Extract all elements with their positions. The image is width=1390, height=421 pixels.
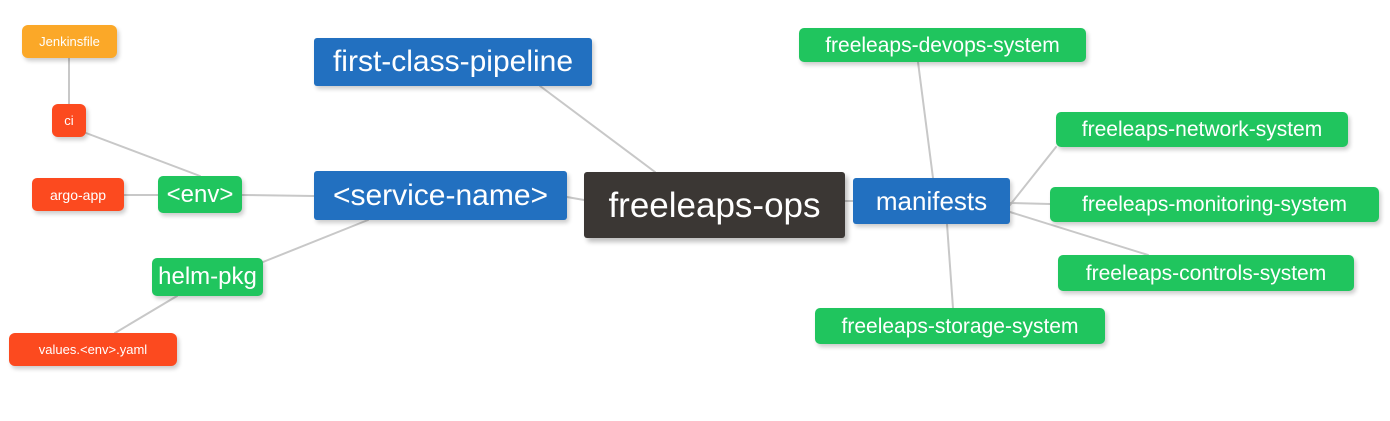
node-jenkinsfile-label: Jenkinsfile [39,34,100,49]
node-service-name-label: <service-name> [332,178,549,212]
edge-manifests-network [1009,146,1057,206]
node-values-yaml[interactable]: values.<env>.yaml [9,333,177,366]
edge-manifests-devops [917,61,934,179]
edge-manifests-monitoring [1009,202,1051,205]
node-freeleaps-network-system-label: freeleaps-network-system [1081,118,1323,141]
edge-servicename-root [566,196,585,201]
node-freeleaps-monitoring-system-label: freeleaps-monitoring-system [1082,193,1347,216]
node-freeleaps-monitoring-system[interactable]: freeleaps-monitoring-system [1050,187,1379,222]
node-freeleaps-network-system[interactable]: freeleaps-network-system [1056,112,1348,147]
node-env-label: <env> [166,180,234,208]
node-jenkinsfile[interactable]: Jenkinsfile [22,25,117,58]
node-freeleaps-storage-system-label: freeleaps-storage-system [841,314,1079,338]
node-first-class-pipeline-label: first-class-pipeline [332,45,574,78]
node-freeleaps-ops[interactable]: freeleaps-ops [584,172,845,238]
node-ci-label: ci [64,113,74,128]
node-argo-app[interactable]: argo-app [32,178,124,211]
edge-manifests-controls [1009,211,1149,256]
node-helm-pkg[interactable]: helm-pkg [152,258,263,296]
edge-helmpkg-servicename [262,219,369,263]
edge-env-servicename [241,194,315,197]
edge-valuesyaml-helmpkg [114,295,178,334]
edge-firstclasspipeline-root [539,85,656,173]
node-freeleaps-devops-system[interactable]: freeleaps-devops-system [799,28,1086,62]
edge-ci-env [85,132,201,177]
edge-manifests-storage [946,223,954,309]
node-freeleaps-storage-system[interactable]: freeleaps-storage-system [815,308,1105,344]
node-manifests-label: manifests [875,186,988,216]
node-freeleaps-ops-label: freeleaps-ops [608,185,821,225]
node-first-class-pipeline[interactable]: first-class-pipeline [314,38,592,86]
node-service-name[interactable]: <service-name> [314,171,567,220]
node-env[interactable]: <env> [158,176,242,213]
node-freeleaps-devops-system-label: freeleaps-devops-system [825,33,1060,57]
node-freeleaps-controls-system[interactable]: freeleaps-controls-system [1058,255,1354,291]
node-freeleaps-controls-system-label: freeleaps-controls-system [1085,261,1327,285]
node-ci[interactable]: ci [52,104,86,137]
node-values-yaml-label: values.<env>.yaml [38,342,148,357]
node-argo-app-label: argo-app [49,186,107,203]
node-manifests[interactable]: manifests [853,178,1010,224]
node-helm-pkg-label: helm-pkg [158,263,257,290]
